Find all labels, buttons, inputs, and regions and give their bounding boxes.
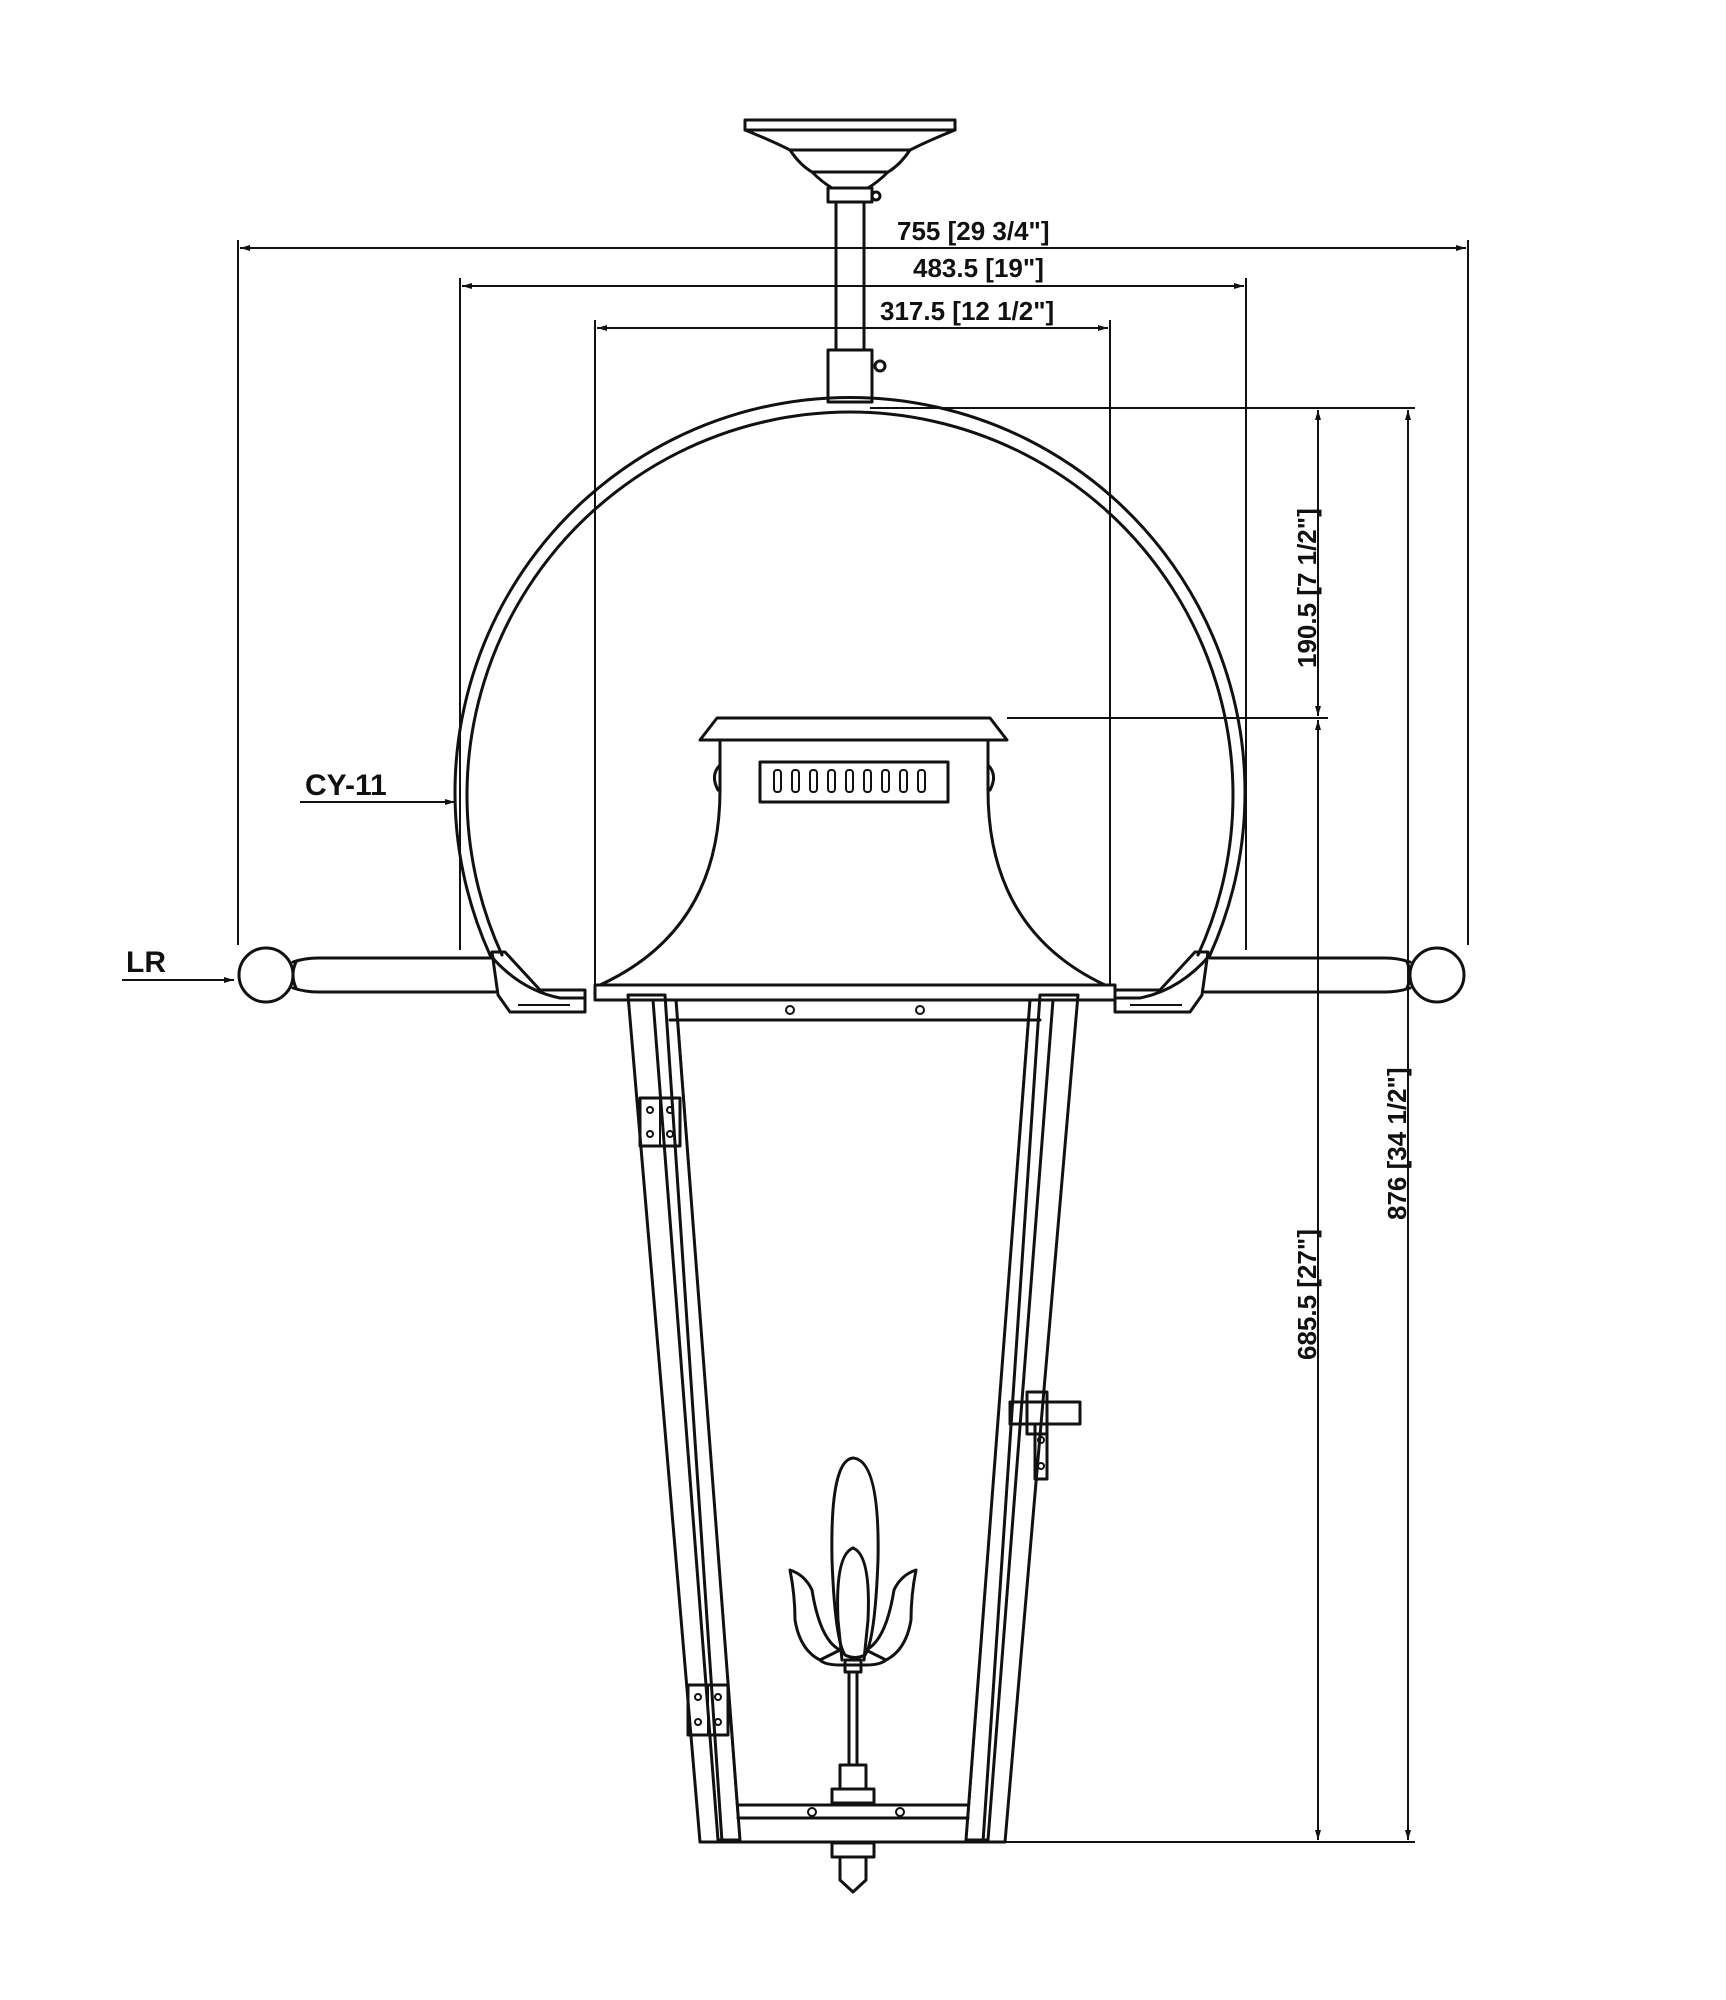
dimension-dome-height [870, 407, 1415, 719]
burner-post [830, 1658, 876, 1805]
stem [826, 200, 887, 404]
shade-tag: CY-11 [305, 769, 387, 802]
hinge-upper [638, 1096, 682, 1148]
lantern-frame [626, 993, 1080, 1844]
overall-width-label: 755 [29 3/4"] [897, 216, 1050, 246]
arm-tag: LR [126, 946, 166, 979]
arm [237, 946, 1466, 1014]
mid-width-label: 483.5 [19"] [913, 253, 1044, 283]
dome-shade [453, 395, 1247, 1000]
dimension-inner-width [594, 320, 1111, 985]
total-height-label: 876 [34 1/2"] [1382, 1067, 1412, 1220]
body-height-label: 685.5 [27"] [1292, 1229, 1322, 1360]
dimension-overall-width [237, 240, 1469, 945]
bottom-finial [830, 1841, 876, 1894]
door-latch [1008, 1390, 1082, 1481]
dome-height-label: 190.5 [7 1/2"] [1292, 508, 1322, 668]
ceiling-canopy [743, 118, 957, 204]
dimension-body-height [1005, 720, 1415, 1843]
dimension-mid-width [459, 278, 1247, 950]
vent-slots [773, 769, 926, 793]
inner-width-label: 317.5 [12 1/2"] [880, 296, 1054, 326]
gas-flame [788, 1456, 918, 1667]
hinge-lower [686, 1683, 730, 1737]
lantern-top-band [593, 983, 1117, 1022]
chimney-housing [598, 716, 1107, 987]
